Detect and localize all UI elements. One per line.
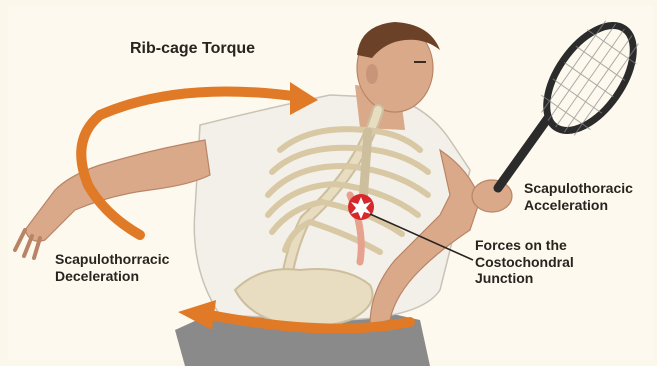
label-line: Junction: [475, 270, 574, 287]
forces-costochondral-label: Forces on the Costochondral Junction: [475, 237, 574, 287]
right-hand: [472, 180, 512, 212]
label-line: Scapulothorracic: [55, 251, 169, 268]
rib-cage-torque-label: Rib-cage Torque: [130, 40, 255, 59]
label-line: Costochondral: [475, 254, 574, 271]
label-line: Forces on the: [475, 237, 574, 254]
scapulothoracic-acceleration-label: Scapulothoracic Acceleration: [524, 180, 633, 213]
left-arm: [25, 140, 210, 241]
label-line: Deceleration: [55, 268, 169, 285]
tennis-racket: [498, 10, 651, 188]
scapulothoracic-deceleration-label: Scapulothorracic Deceleration: [55, 251, 169, 284]
ear: [366, 64, 378, 84]
label-line: Acceleration: [524, 197, 633, 214]
label-line: Scapulothoracic: [524, 180, 633, 197]
